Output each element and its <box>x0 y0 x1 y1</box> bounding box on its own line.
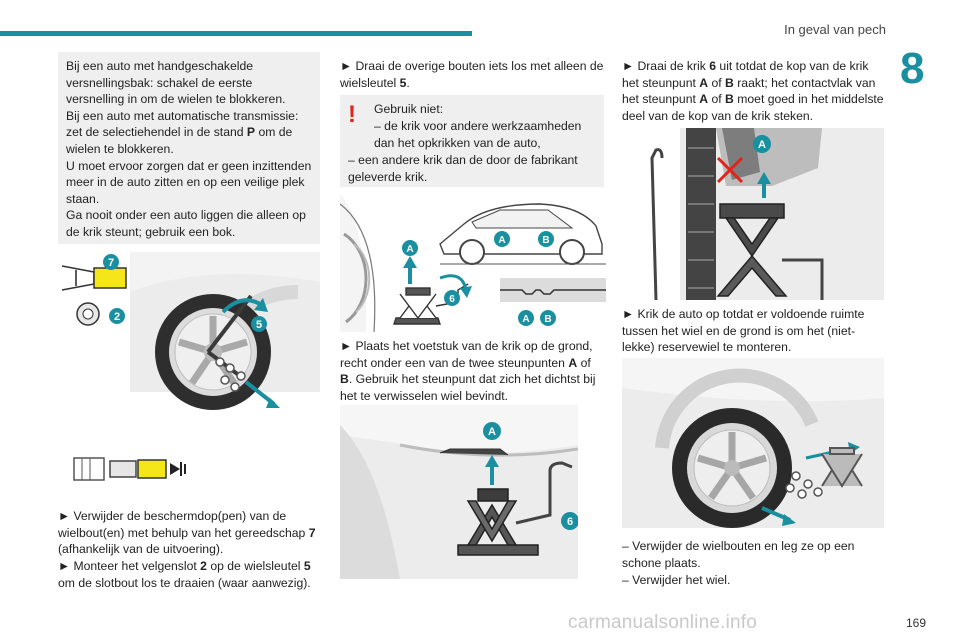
label-5-badge <box>251 316 267 332</box>
section-title: In geval van pech <box>784 22 886 37</box>
step-extend-jack: ► Draai de krik 6 uit totdat de kop van … <box>622 59 884 123</box>
label-6-car: 6 <box>567 516 573 528</box>
figure-jack-under-car: A 6 <box>340 405 578 579</box>
warning-item-2: – een andere krik dan de door de fabrika… <box>348 153 578 184</box>
figure-wheel-bolt-removal: 7 2 5 <box>58 252 320 418</box>
label-a-under: A <box>522 314 529 325</box>
figure-remove-wheel <box>622 358 884 528</box>
warning-box: ! Gebruik niet: – de krik voor andere we… <box>340 95 604 187</box>
note-line-never-under: Ga nooit onder een auto liggen die allee… <box>66 208 306 239</box>
figure-jack-head-closeup: A <box>622 128 884 300</box>
step-place-jack: ► Plaats het voetstuk van de krik op de … <box>340 339 596 403</box>
chapter-number: 8 <box>900 44 925 93</box>
label-6-badge <box>444 290 460 306</box>
label-a-car: A <box>488 426 496 438</box>
label-a-head-badge <box>753 135 771 153</box>
step-remove-wheel: – Verwijder het wiel. <box>622 573 731 587</box>
label-b-side-badge <box>538 231 554 247</box>
safety-note-box: Bij een auto met handgeschakelde versnel… <box>58 52 320 244</box>
label-7: 7 <box>108 257 114 269</box>
figure-tool-on-cap <box>70 452 190 486</box>
step-remove-caps: ► Verwijder de beschermdop(pen) van de w… <box>58 509 316 557</box>
header-accent-bar <box>0 31 472 36</box>
label-a-side-badge <box>494 231 510 247</box>
warning-exclamation-icon: ! <box>348 101 356 128</box>
note-line-manual: Bij een auto met handgeschakelde versnel… <box>66 59 286 107</box>
label-b-under-badge <box>540 310 556 326</box>
warning-title: Gebruik niet: <box>374 102 444 116</box>
label-a-jack: A <box>406 244 413 255</box>
label-5: 5 <box>256 319 262 331</box>
note-line-automatic: Bij een auto met automatische transmissi… <box>66 108 299 156</box>
page-number: 169 <box>905 616 926 630</box>
step-raise-car: ► Krik de auto op totdat er voldoende ru… <box>622 307 865 355</box>
warning-item-1: – de krik voor andere werkzaamheden dan … <box>374 119 582 150</box>
note-line-occupants: U moet ervoor zorgen dat er geen inzitte… <box>66 158 312 206</box>
step-locking-bolt: ► Monteer het velgenslot 2 op de wielsle… <box>58 559 311 590</box>
label-2: 2 <box>114 311 120 323</box>
step-remove-bolts: – Verwijder de wielbouten en leg ze op e… <box>622 539 855 570</box>
label-b-under: B <box>544 314 551 325</box>
label-a-side: A <box>498 235 505 246</box>
label-a-jack-badge <box>402 240 418 256</box>
label-a-head: A <box>758 139 766 151</box>
step-loosen-bolts: ► Draai de overige bouten iets los met a… <box>340 59 604 90</box>
figure-jack-points: A B A 6 A B <box>340 194 606 332</box>
label-7-badge <box>103 254 119 270</box>
label-a-under-badge <box>518 310 534 326</box>
label-a-car-badge <box>483 422 501 440</box>
watermark: carmanualsonline.info <box>568 612 758 633</box>
label-2-badge <box>109 308 125 324</box>
label-6-car-badge <box>561 512 578 530</box>
label-6: 6 <box>449 294 455 305</box>
label-b-side: B <box>542 235 549 246</box>
